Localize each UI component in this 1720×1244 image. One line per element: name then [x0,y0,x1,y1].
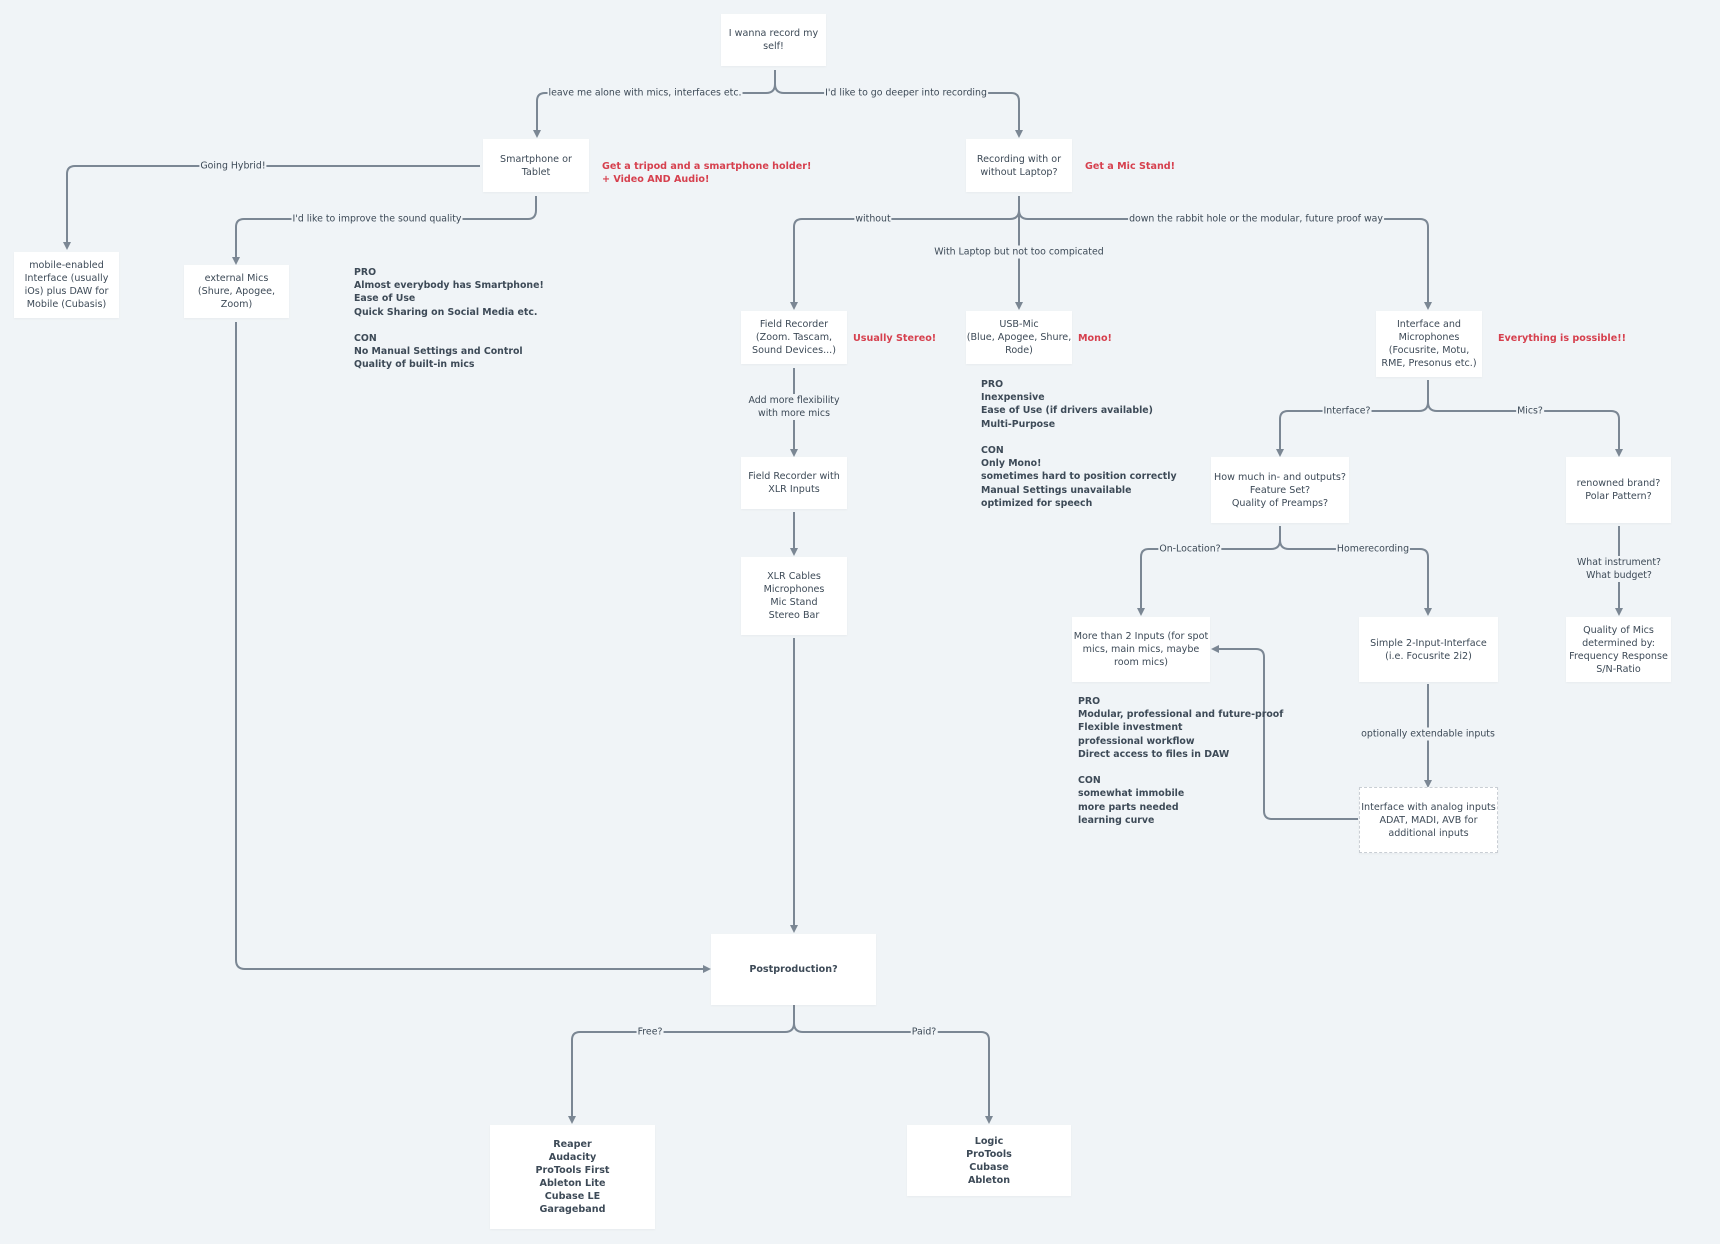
node-renowned-brand[interactable]: renowned brand? Polar Pattern? [1566,457,1671,523]
node-start[interactable]: I wanna record my self! [721,14,826,66]
node-mobile-interface[interactable]: mobile-enabled Interface (usually iOs) p… [14,252,119,318]
node-smartphone-text: Smartphone or Tablet [500,153,572,178]
node-interface-mics[interactable]: Interface and Microphones (Focusrite, Mo… [1376,311,1482,377]
edge-label-mics: Mics? [1516,404,1544,418]
node-paid-text: Logic ProTools Cubase Ableton [966,1135,1012,1186]
node-paid-daws[interactable]: Logic ProTools Cubase Ableton [907,1125,1071,1196]
node-interface-text: Interface and Microphones (Focusrite, Mo… [1381,319,1477,369]
node-brand-text: renowned brand? Polar Pattern? [1576,478,1661,502]
node-how-much-io[interactable]: How much in- and outputs? Feature Set? Q… [1211,457,1349,523]
note-interface-pro-con: PRO Modular, professional and future-pro… [1078,696,1284,826]
node-simple-text: Simple 2-Input-Interface (i.e. Focusrite… [1370,637,1487,662]
edge-label-go-deeper: I'd like to go deeper into recording [824,86,988,100]
edge-io-to-more-inputs [1137,526,1281,616]
edge-label-paid: Paid? [910,1025,938,1039]
node-usb-mic[interactable]: USB-Mic (Blue, Apogee, Shure, Rode) [966,311,1072,364]
edge-label-going-hybrid: Going Hybrid! [199,159,267,173]
note-smartphone-pro-con: PRO Almost everybody has Smartphone! Eas… [354,267,544,371]
edge-external-to-postproduction [235,322,711,973]
edge-analog-to-more-inputs [1211,645,1358,820]
node-smartphone[interactable]: Smartphone or Tablet [483,139,589,192]
edge-label-leave-alone: leave me alone with mics, interfaces etc… [547,86,743,100]
edge-label-without: without [854,212,892,226]
highlight-everything-possible: Everything is possible!! [1498,333,1626,344]
node-free-text: Reaper Audacity ProTools First Ableton L… [535,1139,610,1215]
edge-label-free: Free? [636,1025,664,1039]
edge-post-to-paid [793,1005,993,1124]
edge-io-to-simple [1279,526,1432,616]
edge-post-to-free [568,1005,795,1124]
node-quality-text: Quality of Mics determined by: Frequency… [1569,624,1668,675]
node-more-inputs-text: More than 2 Inputs (for spot mics, main … [1073,631,1209,668]
highlight-mono: Mono! [1078,333,1112,344]
node-postproduction[interactable]: Postproduction? [711,934,876,1005]
highlight-mic-stand: Get a Mic Stand! [1085,161,1176,172]
node-more-inputs[interactable]: More than 2 Inputs (for spot mics, main … [1072,617,1210,682]
edge-start-to-recording [774,70,1023,138]
edge-label-improve-sound: I'd like to improve the sound quality [291,212,463,226]
node-free-daws[interactable]: Reaper Audacity ProTools First Ableton L… [490,1125,655,1229]
highlight-tripod: Get a tripod and a smartphone holder! + … [602,161,812,185]
node-analog-interface[interactable]: Interface with analog inputs ADAT, MADI,… [1359,787,1498,853]
edge-label-rabbit-hole: down the rabbit hole or the modular, fut… [1128,212,1384,226]
edge-label-interface: Interface? [1322,404,1372,418]
edge-label-optionally-extendable: optionally extendable inputs [1360,727,1496,741]
node-xlr-cables[interactable]: XLR Cables Microphones Mic Stand Stereo … [741,557,847,635]
node-io-text: How much in- and outputs? Feature Set? Q… [1214,471,1346,509]
node-mobile-text: mobile-enabled Interface (usually iOs) p… [24,260,109,310]
edge-label-add-flexibility: Add more flexibility with more mics [747,394,841,420]
node-quality-mics[interactable]: Quality of Mics determined by: Frequency… [1566,617,1671,682]
edge-label-homerecording: Homerecording [1335,542,1411,556]
node-xlr-cables-text: XLR Cables Microphones Mic Stand Stereo … [763,571,825,621]
node-simple-interface[interactable]: Simple 2-Input-Interface (i.e. Focusrite… [1359,617,1498,682]
edge-label-what-instrument: What instrument? What budget? [1575,556,1663,582]
node-field-recorder[interactable]: Field Recorder (Zoom. Tascam, Sound Devi… [741,311,847,364]
node-usb-text: USB-Mic (Blue, Apogee, Shure, Rode) [966,319,1072,356]
node-analog-text: Interface with analog inputs ADAT, MADI,… [1361,801,1496,839]
node-field-xlr-text: Field Recorder with XLR Inputs [748,471,840,495]
node-recording-laptop[interactable]: Recording with or without Laptop? [966,139,1072,192]
node-recording-text: Recording with or without Laptop? [976,153,1062,178]
node-external-text: external Mics (Shure, Apogee, Zoom) [197,273,276,310]
edge-start-to-smartphone [533,70,776,138]
node-start-text: I wanna record my self! [728,28,819,52]
edge-smartphone-to-mobile [63,165,480,250]
node-field-text: Field Recorder (Zoom. Tascam, Sound Devi… [752,319,836,356]
edge-label-on-location: On-Location? [1158,542,1222,556]
edge-smartphone-to-external [232,196,537,265]
node-external-mics[interactable]: external Mics (Shure, Apogee, Zoom) [184,265,289,318]
edge-label-with-laptop: With Laptop but not too compicated [933,245,1105,259]
note-usb-pro-con: PRO Inexpensive Ease of Use (if drivers … [981,379,1177,509]
node-field-recorder-xlr[interactable]: Field Recorder with XLR Inputs [741,457,847,509]
highlight-usually-stereo: Usually Stereo! [853,333,937,344]
node-post-text: Postproduction? [749,964,838,975]
